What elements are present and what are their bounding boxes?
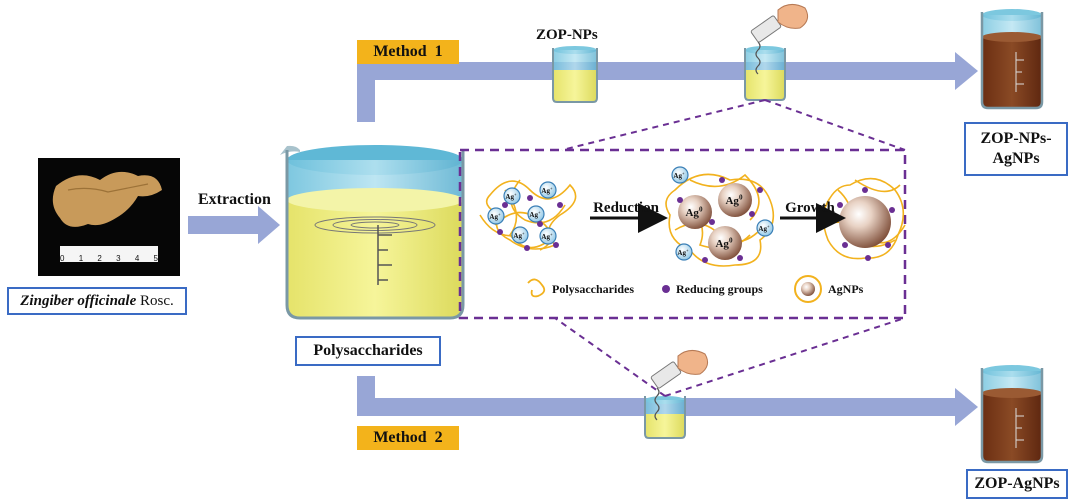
silver-ion: Ag+ <box>487 207 505 225</box>
reducing-group-dot <box>719 177 725 183</box>
product1-label-line1: ZOP-NPs- <box>980 130 1052 147</box>
svg-text:Ag+: Ag+ <box>529 210 541 219</box>
reducing-group-dot <box>524 245 530 251</box>
reducing-group-dot <box>749 211 755 217</box>
reducing-group-dot <box>557 202 563 208</box>
reducing-group-dot <box>837 202 843 208</box>
ruler-number: 4 <box>134 254 140 263</box>
silver-ion: Ag+ <box>539 227 557 245</box>
method2-label: Method 2 <box>373 429 443 446</box>
svg-text:Ag+: Ag+ <box>673 171 685 180</box>
silver-ion: Ag+ <box>527 205 545 223</box>
method2-reaction-beaker <box>644 387 686 439</box>
growth-label: Growth <box>785 200 835 216</box>
reducing-group-dot <box>677 197 683 203</box>
ginger-icon <box>52 171 162 262</box>
svg-text:Ag+: Ag+ <box>489 212 501 221</box>
method2-packet-hand <box>650 350 709 389</box>
legend: Polysaccharides Reducing groups AgNPs <box>527 275 864 303</box>
product2-label: ZOP-AgNPs <box>974 475 1060 492</box>
ginger-photo: 0 1 2 3 4 5 <box>38 158 180 276</box>
reducing-group-dot <box>757 187 763 193</box>
reducing-group-dot <box>502 202 508 208</box>
mechanism-panel <box>458 99 907 397</box>
method1-tag: Method 1 <box>357 40 459 64</box>
method2-tag: Method 2 <box>357 426 459 450</box>
silver-ions-group: Ag+ Ag+ Ag+ Ag+ Ag+ Ag+ Ag+ Ag+ Ag+ <box>487 166 774 261</box>
ruler-number: 1 <box>78 254 84 263</box>
reducing-group-dot <box>862 187 868 193</box>
reducing-group-dot <box>737 255 743 261</box>
ruler-number: 3 <box>116 254 121 263</box>
reducing-group-dot <box>497 229 503 235</box>
product1-label-box: ZOP-NPs- AgNPs <box>964 122 1068 176</box>
polysaccharides-label-box: Polysaccharides <box>295 336 441 366</box>
method1-flow-arrow <box>357 52 978 122</box>
reducing-group-dot <box>553 242 559 248</box>
svg-text:Ag+: Ag+ <box>541 186 553 195</box>
svg-text:Ag+: Ag+ <box>677 248 689 257</box>
silver-ion: Ag+ <box>756 219 774 237</box>
silver-atom: Ag0 <box>708 226 742 260</box>
reducing-group-dot <box>527 195 533 201</box>
reducing-group-dot <box>702 257 708 263</box>
agnp-sphere <box>839 196 891 248</box>
silver-ion: Ag+ <box>671 166 689 184</box>
polysaccharides-label: Polysaccharides <box>313 342 423 359</box>
source-authority: Rosc. <box>136 292 174 309</box>
svg-text:Ag+: Ag+ <box>505 192 517 201</box>
method1-packet-hand <box>750 4 809 43</box>
svg-text:Ag0: Ag0 <box>725 194 742 207</box>
reducing-group-dot <box>537 221 543 227</box>
zop-nps-label: ZOP-NPs <box>536 27 598 43</box>
product1-label-line2: AgNPs <box>992 150 1040 167</box>
svg-text:Ag+: Ag+ <box>758 224 770 233</box>
svg-text:Ag0: Ag0 <box>715 237 732 250</box>
silver-atom: Ag0 <box>718 183 752 217</box>
silver-ion: Ag+ <box>511 226 529 244</box>
reducing-group-dot <box>842 242 848 248</box>
svg-text:Ag+: Ag+ <box>541 232 553 241</box>
legend-polysaccharides: Polysaccharides <box>552 282 634 296</box>
silver-ion: Ag+ <box>503 187 521 205</box>
legend-reducing-group-swatch <box>662 285 670 293</box>
method1-label: Method 1 <box>373 43 443 60</box>
ruler-scale: 0 1 2 3 4 5 <box>60 254 158 263</box>
silver-atom: Ag0 <box>678 195 712 229</box>
ruler-number: 5 <box>153 254 158 263</box>
svg-text:Ag+: Ag+ <box>513 231 525 240</box>
silver-ion: Ag+ <box>539 181 557 199</box>
extraction-arrow <box>188 206 280 244</box>
silver-ion: Ag+ <box>675 243 693 261</box>
ruler-number: 2 <box>97 254 102 263</box>
reducing-group-dot <box>889 207 895 213</box>
legend-agnp-swatch <box>794 275 822 303</box>
reducing-group-dot <box>885 242 891 248</box>
product2-beaker <box>980 365 1044 464</box>
zop-nps-beaker <box>552 46 598 103</box>
svg-text:Ag0: Ag0 <box>685 206 702 219</box>
method1-reaction-beaker <box>744 41 786 101</box>
extraction-label: Extraction <box>198 191 271 208</box>
legend-polysaccharide-swatch <box>527 278 546 298</box>
polysaccharides-beaker <box>280 145 465 320</box>
product1-beaker <box>980 9 1044 110</box>
reducing-group-dot <box>865 255 871 261</box>
product2-label-box: ZOP-AgNPs <box>966 469 1068 499</box>
source-label-box: Zingiber officinale Rosc. <box>7 287 187 315</box>
reducing-group-dot <box>709 219 715 225</box>
reduction-label: Reduction <box>593 200 659 216</box>
source-species-name: Zingiber officinale <box>20 292 137 309</box>
ruler-number: 0 <box>60 254 65 263</box>
legend-reducing-groups: Reducing groups <box>676 282 763 296</box>
legend-agnps: AgNPs <box>828 282 864 296</box>
